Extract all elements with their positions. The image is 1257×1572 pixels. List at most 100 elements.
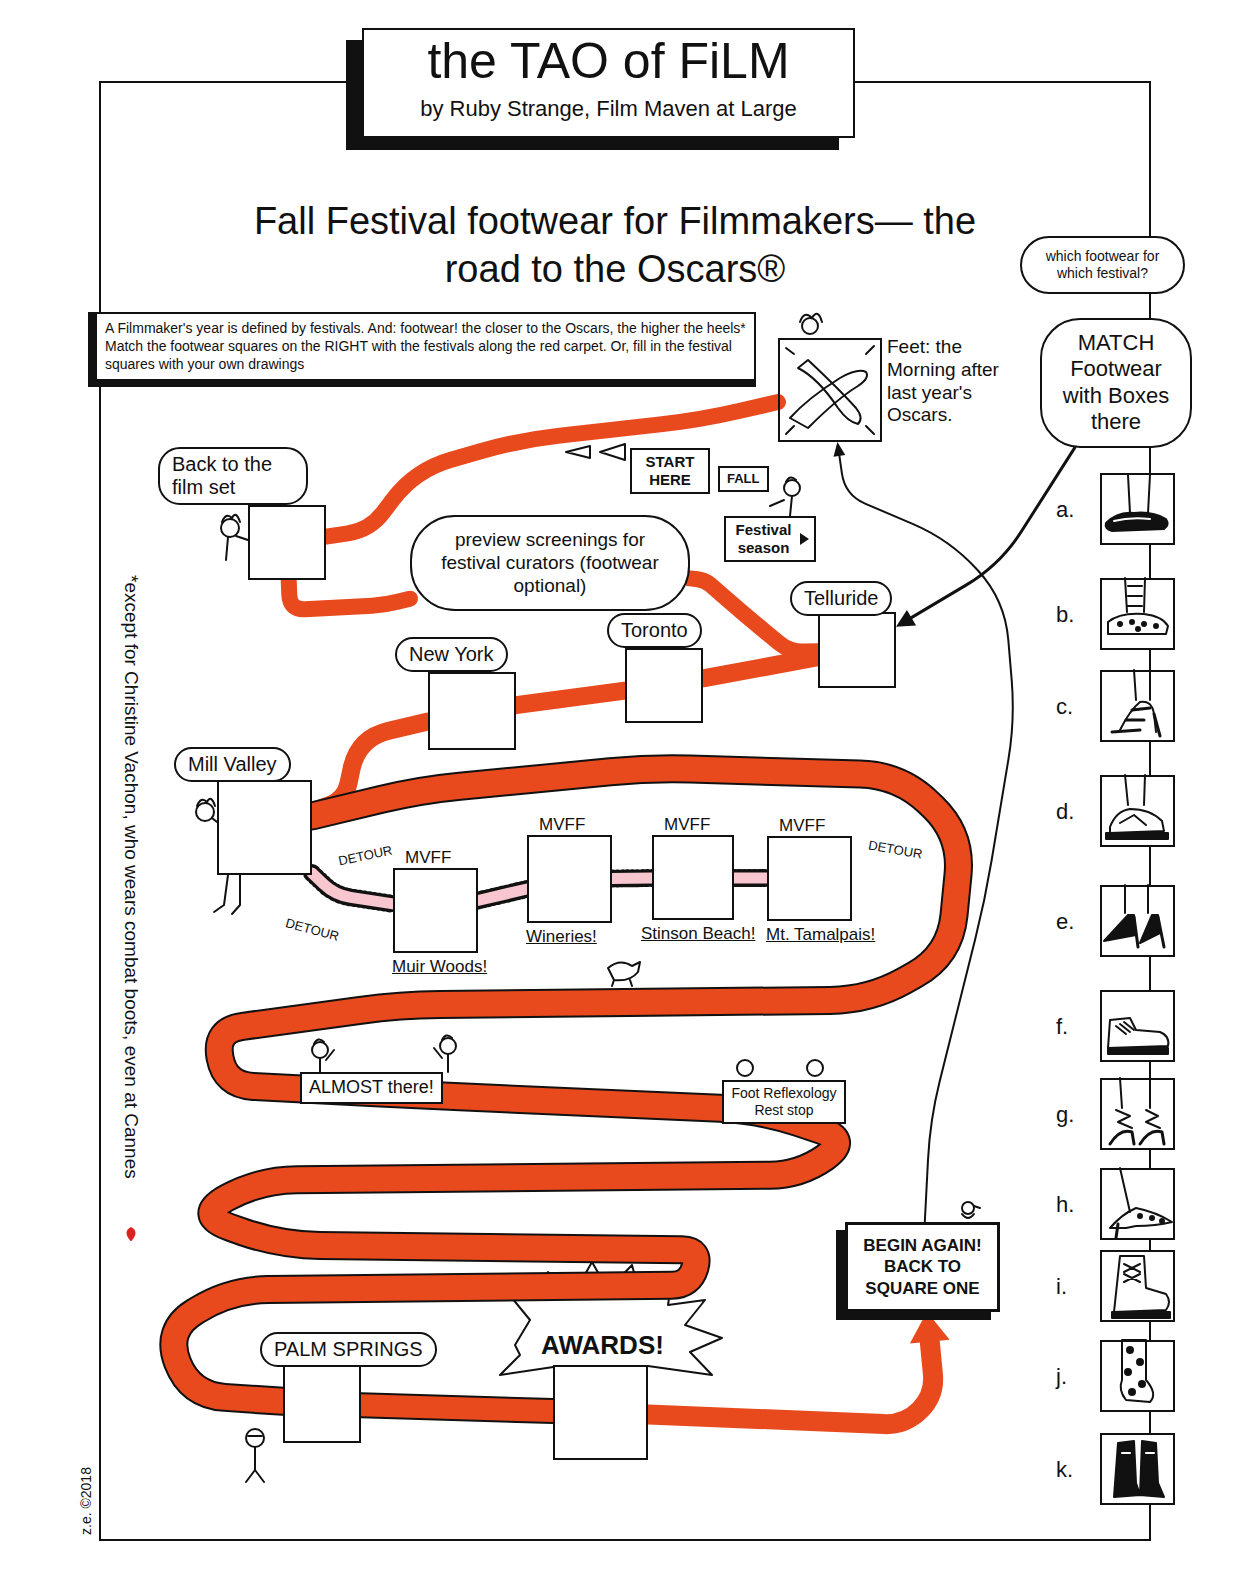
cloud-label: Mill Valley xyxy=(174,747,291,782)
detour-label: DETOUR xyxy=(867,837,923,861)
footwear-square: g. xyxy=(1100,1078,1175,1150)
mvff-label: MVFF xyxy=(662,815,712,835)
shoe-flat xyxy=(1106,475,1168,531)
road-edge xyxy=(361,1405,553,1411)
cloud-label: New York xyxy=(395,637,508,672)
page-frame xyxy=(100,82,1150,1540)
start-text: START HERE xyxy=(639,453,701,489)
cloud-label: Toronto xyxy=(607,613,702,648)
shoe-sandal xyxy=(1112,670,1160,736)
road-edge xyxy=(612,869,652,888)
detour-name: Wineries! xyxy=(524,927,599,947)
shoe-pumps xyxy=(1104,885,1164,947)
footwear-square: a. xyxy=(1100,473,1175,545)
shoe-boots xyxy=(1114,1441,1164,1497)
intro-box: A Filmmaker's year is defined by festiva… xyxy=(88,312,756,387)
match-text: MATCH Footwear with Boxes there xyxy=(1054,330,1178,436)
festival-square: MVFFWineries! xyxy=(527,835,612,923)
season-text: Festival season xyxy=(733,521,794,557)
footwear-letter: b. xyxy=(1056,602,1074,628)
detour-name: Mt. Tamalpais! xyxy=(764,925,877,945)
footwear-square: k. xyxy=(1100,1433,1175,1505)
fall-sign: FALL xyxy=(718,466,769,492)
footwear-letter: d. xyxy=(1056,799,1074,825)
festival-square: MVFFMt. Tamalpais! xyxy=(767,836,852,921)
cloud-label: Telluride xyxy=(790,581,892,616)
arrow-head xyxy=(834,442,846,457)
rest-stop-text: Foot Reflexology Rest stop xyxy=(731,1085,837,1119)
shoe-oxford xyxy=(1108,578,1168,634)
festival-square: AWARDS! xyxy=(553,1365,648,1460)
detour-name: Stinson Beach! xyxy=(639,924,757,944)
feet-box: Feet: the Morning after last year's Osca… xyxy=(778,338,882,442)
begin-again-box: BEGIN AGAIN! BACK TO SQUARE ONE xyxy=(845,1222,1000,1312)
road-line xyxy=(478,889,527,901)
heart xyxy=(128,1228,135,1240)
road-connector xyxy=(648,1312,950,1424)
road-connector xyxy=(478,889,527,901)
begin-again-text: BEGIN AGAIN! BACK TO SQUARE ONE xyxy=(856,1235,989,1299)
road-connector xyxy=(516,691,625,706)
diagram-title: Fall Festival footwear for Filmmakers— t… xyxy=(215,198,1015,293)
road-line xyxy=(174,769,959,1401)
footwear-square: j. xyxy=(1100,1340,1175,1412)
rest-stop-sign: Foot Reflexology Rest stop xyxy=(722,1080,846,1124)
road-connector xyxy=(361,1405,553,1411)
cloud-label: Back to the film set xyxy=(158,447,308,505)
question-cloud: which footwear for which festival? xyxy=(1020,236,1185,294)
header-title: the TAO of FiLM xyxy=(364,34,853,89)
copyright: z.e. ©2018 xyxy=(78,1467,94,1535)
almost-sign: ALMOST there! xyxy=(300,1072,443,1104)
footwear-letter: j. xyxy=(1056,1364,1067,1390)
road-line xyxy=(516,691,625,706)
intro-text: A Filmmaker's year is defined by festiva… xyxy=(105,319,746,374)
start-sign: START HERE xyxy=(630,448,710,494)
footwear-square: e. xyxy=(1100,885,1175,957)
footwear-square: c. xyxy=(1100,670,1175,742)
festival-square: Mill Valley xyxy=(217,780,312,875)
question-text: which footwear for which festival? xyxy=(1034,248,1171,282)
preview-cloud: preview screenings for festival curators… xyxy=(410,515,690,611)
cloud-label: PALM SPRINGS xyxy=(260,1332,437,1367)
detour-label: DETOUR xyxy=(337,842,394,868)
festival-square: Back to the film set xyxy=(248,505,326,580)
footwear-square: f. xyxy=(1100,990,1175,1062)
road-connector xyxy=(834,442,1013,1222)
road-line xyxy=(648,1333,933,1424)
road-line xyxy=(839,452,1013,1222)
road-connector xyxy=(734,877,767,878)
footwear-square: b. xyxy=(1100,578,1175,650)
road-connector xyxy=(312,873,393,904)
road-edge xyxy=(174,769,959,1401)
shoe-grounds xyxy=(1100,473,1175,1505)
festival-square: MVFFMuir Woods! xyxy=(393,868,478,953)
shoe-flipflop xyxy=(1106,775,1168,839)
road-edge xyxy=(312,873,393,904)
shoe-strappy xyxy=(1110,1078,1164,1144)
byline: by Ruby Strange, Film Maven at Large xyxy=(364,95,853,124)
footwear-letter: i. xyxy=(1056,1274,1067,1300)
road-line xyxy=(703,657,818,678)
road-line xyxy=(612,873,652,885)
footwear-letter: c. xyxy=(1056,694,1073,720)
road-connector xyxy=(612,878,652,880)
shoe-sneaker xyxy=(1108,1018,1168,1054)
footwear-letter: h. xyxy=(1056,1192,1074,1218)
almost-text: ALMOST there! xyxy=(309,1077,434,1099)
mvff-label: MVFF xyxy=(777,816,827,836)
road-connector xyxy=(703,657,818,678)
awards-label: AWARDS! xyxy=(530,1330,675,1361)
festival-square: New York xyxy=(428,672,516,750)
road-line xyxy=(361,1405,553,1411)
shoe-sock xyxy=(1121,1340,1154,1402)
footwear-letter: g. xyxy=(1056,1102,1074,1128)
footwear-square: i. xyxy=(1100,1250,1175,1322)
detour-label: DETOUR xyxy=(284,915,341,944)
road-line xyxy=(289,580,410,609)
road-connector xyxy=(174,769,959,1401)
mvff-label: MVFF xyxy=(403,848,453,868)
road-line xyxy=(312,873,393,904)
shoe-hiking-boot xyxy=(1112,1256,1170,1318)
footwear-square: d. xyxy=(1100,775,1175,847)
festival-square: PALM SPRINGS xyxy=(283,1365,361,1443)
